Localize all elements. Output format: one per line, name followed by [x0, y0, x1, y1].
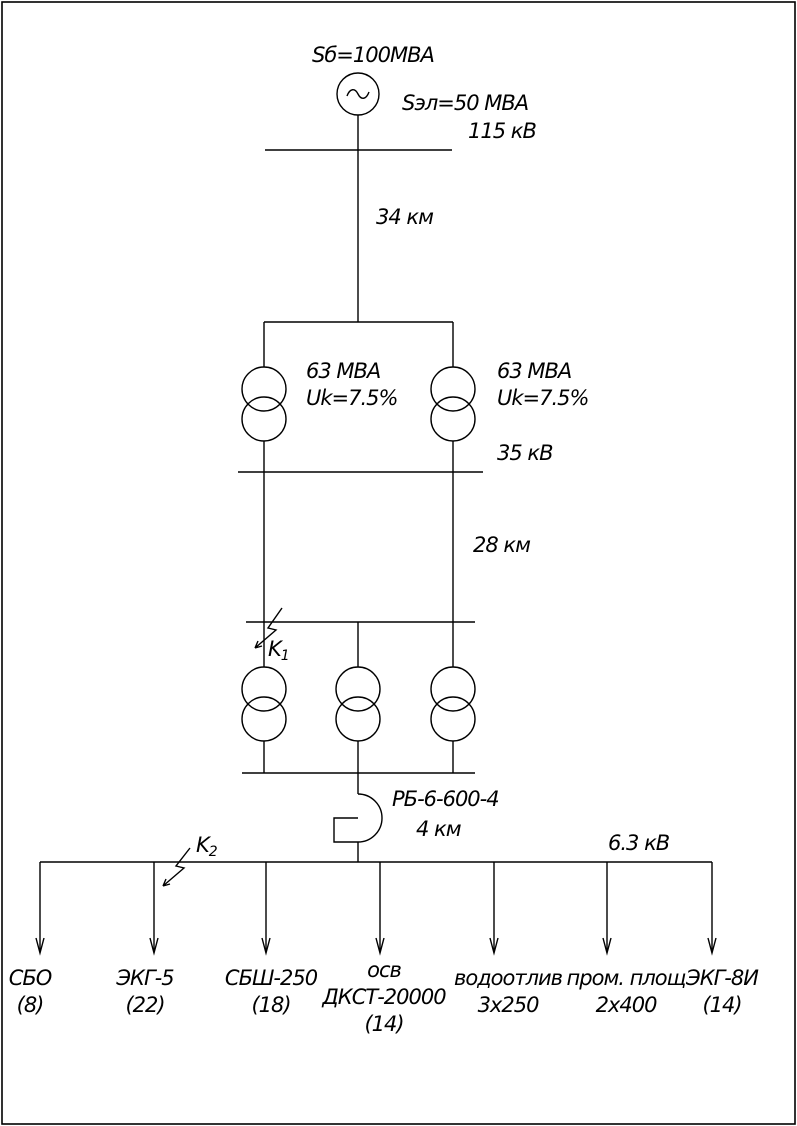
transformer-winding-icon [430, 396, 476, 442]
transformer-t5 [430, 666, 476, 742]
load-label-6: пром. площ 2x400 [567, 966, 687, 1017]
load-detail: ДКСТ-20000 [321, 985, 446, 1009]
transformer-winding-icon [430, 666, 476, 712]
line-35-length-label: 28 км [473, 533, 531, 557]
arrow-down-icon [707, 937, 717, 956]
source-sel-label: Sэл=50 МВА [402, 91, 528, 115]
transformer-winding-icon [430, 366, 476, 412]
load-detail: (8) [17, 993, 44, 1017]
load-detail: 2x400 [596, 993, 658, 1017]
fault-k2-label: K2 [196, 833, 218, 860]
transformer-winding-icon [241, 366, 287, 412]
load-label-5: водоотлив 3x250 [454, 966, 564, 1017]
line-115-length-label: 34 км [376, 205, 434, 229]
feeder-2 [149, 862, 159, 956]
fault-k1-label: K1 [268, 637, 289, 664]
load-detail: (14) [702, 993, 741, 1017]
transformer-winding-icon [241, 396, 287, 442]
fault-k1-icon [254, 607, 283, 649]
source-voltage-label: 115 кВ [468, 119, 536, 143]
t2-rating-label: 63 МВА [497, 359, 571, 383]
transformer-t4 [335, 666, 381, 742]
feeder-7 [707, 862, 717, 956]
load-detail: (18) [251, 993, 290, 1017]
load-name: пром. площ [567, 966, 686, 990]
arrow-down-icon [149, 937, 159, 956]
feeder-6 [602, 862, 612, 956]
load-detail: (22) [125, 993, 164, 1017]
source-generator: Sб=100MBA Sэл=50 МВА 115 кВ [312, 43, 537, 143]
cable-length-label: 4 км [416, 817, 462, 841]
load-name: СБО [9, 966, 52, 990]
transformer-t3 [241, 666, 287, 742]
feeder-5 [489, 862, 499, 956]
transformer-t2 [430, 366, 476, 442]
source-sb-label: Sб=100MBA [312, 43, 434, 67]
load-label-7: ЭКГ-8И (14) [685, 966, 760, 1017]
reactor-icon [333, 793, 383, 843]
t1-uk-label: Uk=7.5% [306, 386, 398, 410]
feeder-1 [35, 862, 45, 956]
t2-uk-label: Uk=7.5% [497, 386, 589, 410]
transformer-winding-icon [335, 696, 381, 742]
load-label-3: СБШ-250 (18) [225, 966, 319, 1017]
load-label-4: осв ДКСТ-20000 (14) [321, 958, 447, 1036]
load-name: осв [367, 958, 401, 982]
transformer-winding-icon [430, 696, 476, 742]
load-name: ЭКГ-5 [115, 966, 174, 990]
bus-35-voltage-label: 35 кВ [497, 441, 553, 465]
t1-rating-label: 63 МВА [306, 359, 380, 383]
load-label-2: ЭКГ-5 (22) [115, 966, 175, 1017]
arrow-down-icon [602, 937, 612, 956]
load-detail: 3x250 [478, 993, 540, 1017]
arrow-down-icon [489, 937, 499, 956]
transformer-winding-icon [335, 666, 381, 712]
transformer-winding-icon [241, 666, 287, 712]
load-name: водоотлив [454, 966, 563, 990]
arrow-down-icon [261, 937, 271, 956]
feeder-4 [375, 862, 385, 956]
transformer-t1 [241, 366, 287, 442]
load-label-1: СБО (8) [9, 966, 53, 1017]
bus-6-voltage-label: 6.3 кВ [608, 831, 670, 855]
feeder-3 [261, 862, 271, 956]
alternating-current-icon [346, 89, 370, 99]
arrow-down-icon [375, 937, 385, 956]
load-count: (14) [364, 1012, 403, 1036]
reactor-type-label: РБ-6-600-4 [392, 787, 499, 811]
arrow-down-icon [35, 937, 45, 956]
load-name: СБШ-250 [225, 966, 318, 990]
load-name: ЭКГ-8И [685, 966, 759, 990]
transformer-winding-icon [241, 696, 287, 742]
fault-k2-icon [162, 847, 191, 887]
